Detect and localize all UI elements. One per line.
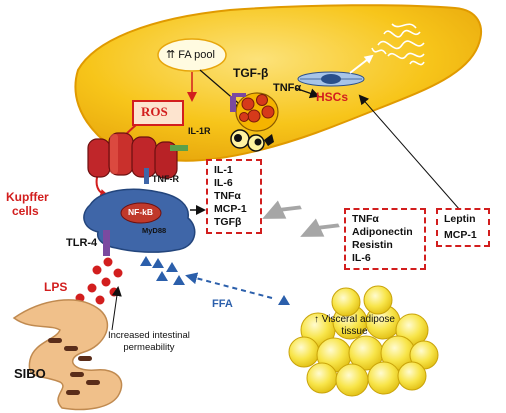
fa-pool-arrows: ⇈ <box>166 49 176 61</box>
ffa-triangles <box>140 256 290 305</box>
adipokine-right-item: Leptin <box>444 213 476 225</box>
permeability-line2: permeability <box>123 342 175 353</box>
cytokine-item: IL-6 <box>214 177 233 189</box>
permeability-line1: Increased intestinal <box>108 330 190 341</box>
lps-label: LPS <box>44 280 68 294</box>
fa-pool-text: FA pool <box>178 49 215 61</box>
hsc-cell <box>297 71 365 87</box>
inflammatory-cells <box>230 129 274 152</box>
tlr4-receptor <box>103 230 110 256</box>
kupffer-label-line1: Kupffer <box>6 190 49 204</box>
permeability-label: Increased intestinal permeability <box>108 330 190 354</box>
ros-label: ROS <box>141 104 168 119</box>
adipokine-item: Resistin <box>352 239 393 251</box>
tnf-alpha-liver-label: TNFα <box>273 82 302 94</box>
adipose-label-text1: Visceral adipose <box>321 314 395 325</box>
collagen-fibers <box>371 23 425 66</box>
adipokines-box: TNFα Adiponectin Resistin IL-6 <box>344 208 426 270</box>
fa-pool-oval <box>157 38 227 72</box>
adipokine-item: IL-6 <box>352 252 371 264</box>
cytokine-item: MCP-1 <box>214 203 247 215</box>
hscs-label: HSCs <box>316 90 349 104</box>
kupffer-cytokines-box: IL-1 IL-6 TNFα MCP-1 TGFβ <box>206 159 262 234</box>
myd88-label: MyD88 <box>142 226 167 235</box>
adipose-label-line1: ↑ Visceral adipose <box>314 314 395 326</box>
cytokine-item: IL-1 <box>214 164 233 176</box>
adipose-label-line2: tissue <box>341 326 368 337</box>
lps-dots <box>75 257 123 305</box>
leptin-box: Leptin MCP-1 <box>436 208 490 247</box>
nfkb-nucleus <box>120 202 162 224</box>
adipokine-right-item: MCP-1 <box>444 229 477 241</box>
il1r-label: IL-1R <box>188 126 211 136</box>
hepatocyte-cluster <box>87 132 188 184</box>
adipose-tissue <box>288 285 439 397</box>
adipose-up-arrow: ↑ <box>314 314 319 325</box>
fa-pool-label: ⇈ FA pool <box>166 48 215 61</box>
ffa-label: FFA <box>212 298 233 310</box>
adipose-label: ↑ Visceral adipose tissue <box>314 314 395 338</box>
tnfr-label: TNF-R <box>152 174 179 184</box>
kupffer-label: Kupffer cells <box>6 190 49 218</box>
cytokine-item: TNFα <box>214 190 241 202</box>
sibo-label: SIBO <box>14 366 46 381</box>
kupffer-label-line2: cells <box>12 204 39 218</box>
tlr4-label: TLR-4 <box>66 237 98 249</box>
tgf-beta-label: TGF-β <box>233 66 269 80</box>
stellate-cell-cluster <box>230 92 279 132</box>
adipokine-item: Adiponectin <box>352 226 413 238</box>
nfkb-label: NF-kB <box>128 207 154 217</box>
cytokine-item: TGFβ <box>214 216 242 228</box>
adipokine-item: TNFα <box>352 213 379 225</box>
bacteria <box>48 338 100 395</box>
ros-box <box>132 100 184 126</box>
